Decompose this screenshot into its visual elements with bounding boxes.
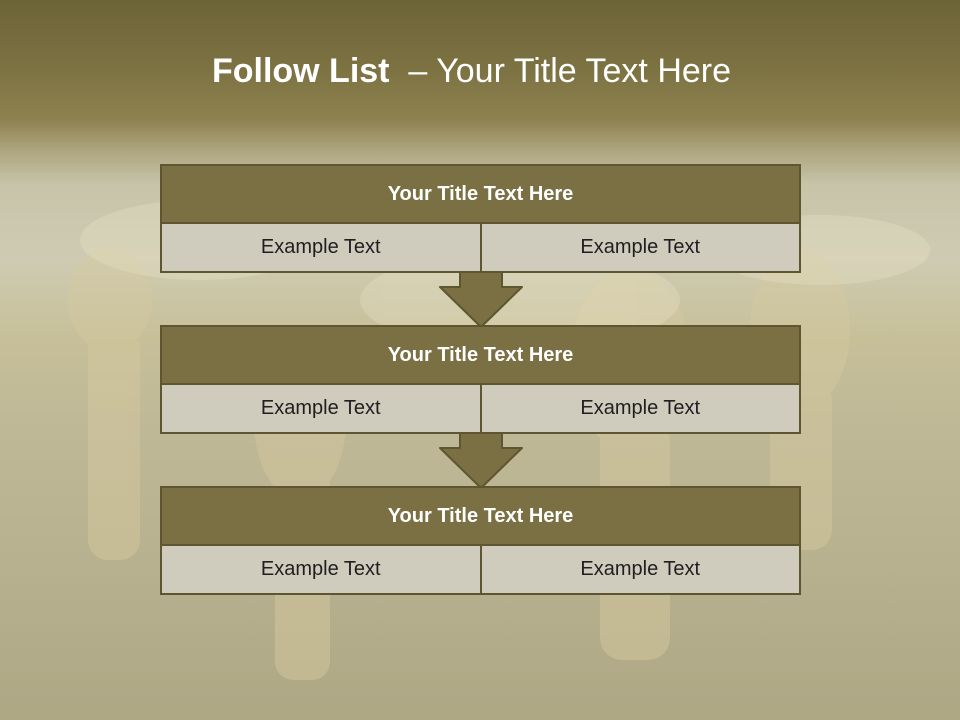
step-cell-right: Example Text (479, 224, 799, 271)
step-block-1: Your Title Text Here Example Text Exampl… (160, 164, 801, 273)
step-heading: Your Title Text Here (162, 327, 799, 385)
slide-title: Follow List – Your Title Text Here (0, 52, 943, 91)
title-rest: Your Title Text Here (436, 52, 732, 90)
step-cell-left: Example Text (162, 224, 480, 271)
step-cell-right: Example Text (479, 546, 799, 593)
step-row: Example Text Example Text (162, 224, 799, 271)
step-row: Example Text Example Text (162, 385, 799, 432)
step-cell-left: Example Text (162, 546, 480, 593)
step-block-3: Your Title Text Here Example Text Exampl… (160, 486, 801, 595)
step-cell-left: Example Text (162, 385, 480, 432)
title-bold: Follow List (211, 52, 390, 90)
step-row: Example Text Example Text (162, 546, 799, 593)
down-arrow-icon (439, 271, 523, 328)
step-heading: Your Title Text Here (162, 166, 799, 224)
title-separator: – (408, 52, 428, 90)
step-heading: Your Title Text Here (162, 488, 799, 546)
step-block-2: Your Title Text Here Example Text Exampl… (160, 325, 801, 434)
step-cell-right: Example Text (479, 385, 799, 432)
down-arrow-icon (439, 432, 523, 489)
